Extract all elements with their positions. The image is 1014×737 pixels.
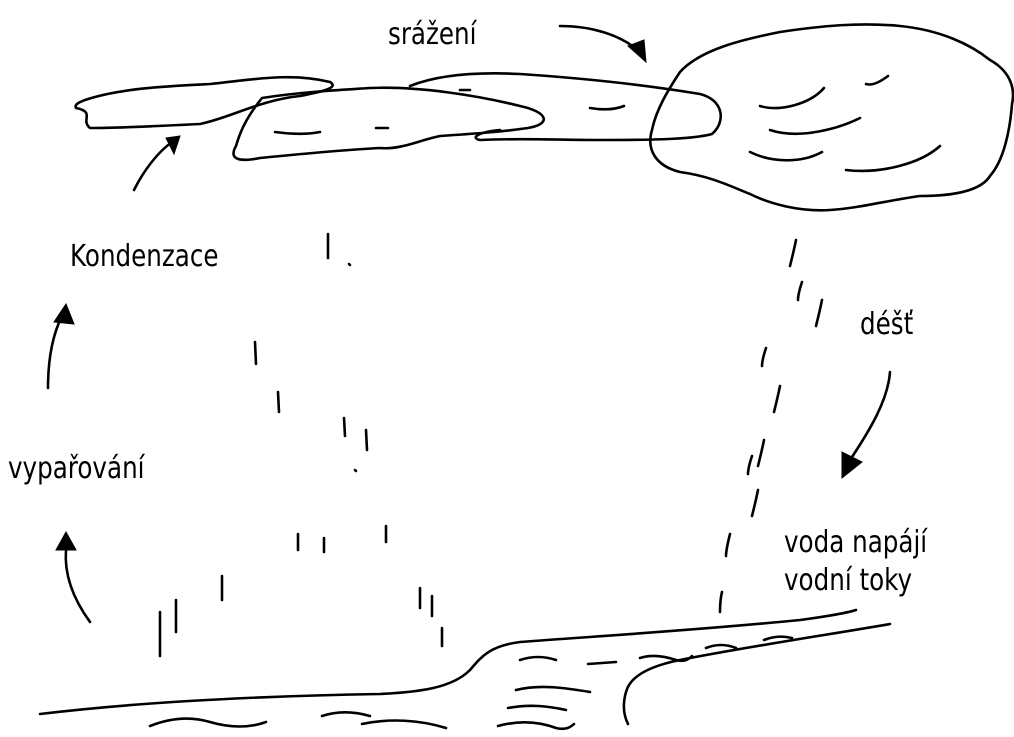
label-condensation: Kondenzace: [70, 239, 219, 274]
label-precipitation: srážení: [388, 17, 477, 52]
arrow-river-to-evaporation-head: [55, 530, 77, 551]
arrow-evaporation-upper: [46, 314, 64, 390]
rain-drops: [718, 238, 824, 614]
evaporation-strokes: [158, 232, 444, 658]
label-evaporation: vyp​ařování: [8, 451, 145, 486]
label-stream-line2: vodní toky: [784, 563, 913, 598]
cloud-middle: [232, 86, 546, 162]
label-rain: déšť: [860, 307, 914, 342]
river-bank-upper: [622, 622, 892, 726]
water-ripples: [148, 635, 794, 731]
rain-cloud-detail: [864, 74, 890, 86]
river-bank-lower: [38, 608, 858, 716]
arrow-evaporation-upper-head: [53, 302, 75, 325]
arrow-precipitation-head: [627, 39, 647, 64]
cloud-right-small: [408, 72, 722, 142]
arrow-condensation: [132, 140, 174, 192]
arrow-condensation-head: [165, 135, 181, 156]
arrow-rain: [848, 370, 892, 462]
cloud-left: [74, 75, 334, 130]
cloud-right-detail: [588, 104, 626, 111]
rain-cloud-detail: [758, 86, 826, 110]
rain-cloud-detail: [768, 116, 862, 136]
label-stream-line1: voda napájí: [784, 525, 928, 560]
arrow-rain-head: [841, 451, 863, 480]
rain-cloud: [649, 23, 1014, 212]
cloud-middle-detail: [273, 130, 322, 136]
arrow-precipitation: [558, 24, 642, 54]
rain-cloud-detail: [844, 144, 942, 173]
rain-cloud-detail: [748, 150, 824, 162]
arrow-river-to-evaporation: [64, 548, 92, 624]
